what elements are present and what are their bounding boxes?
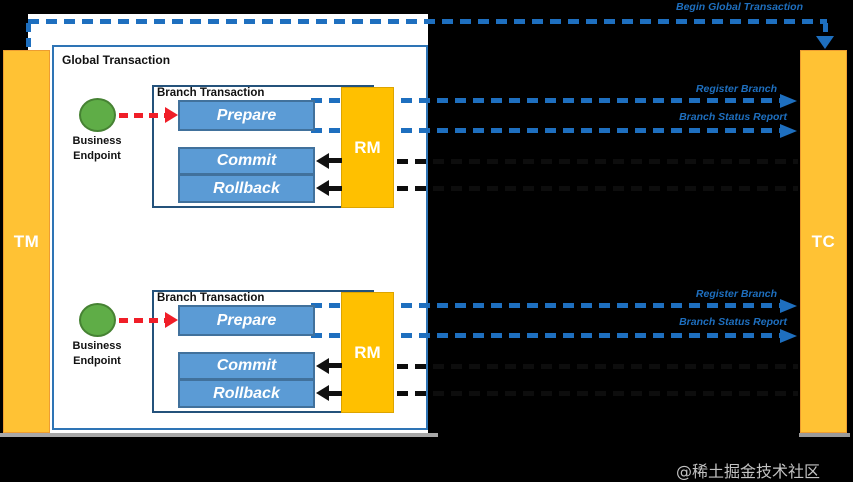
- branch-2-commit-command-line: [397, 364, 798, 369]
- branch-2-status-line: [311, 333, 781, 338]
- arrowhead-left-black-icon: [316, 385, 329, 401]
- branch-2-commit-box: Commit: [178, 352, 315, 380]
- tc-bar: TC: [800, 50, 847, 433]
- begin-global-transaction-label: Begin Global Transaction: [676, 1, 803, 13]
- begin-flow-line-left: [26, 23, 31, 50]
- branch-1-business-endpoint-icon: [79, 98, 116, 132]
- branch-2-register-label: Register Branch: [695, 288, 777, 300]
- arrowhead-right-blue-icon: [780, 94, 797, 108]
- global-transaction-title: Global Transaction: [62, 53, 171, 67]
- watermark: @稀土掘金技术社区: [676, 462, 821, 481]
- branch-2-rollback-label: Rollback: [213, 384, 280, 402]
- ground-shadow-line: [0, 433, 438, 437]
- branch-2-rollback-command-line: [397, 391, 798, 396]
- branch-1-rollback-arrow-shaft: [328, 186, 342, 191]
- branch-1-commit-box: Commit: [178, 147, 315, 175]
- branch-1-status-line: [311, 128, 781, 133]
- branch-1-rm-label: RM: [354, 137, 381, 157]
- arrowhead-right-blue-icon: [780, 124, 797, 138]
- branch-1-status-label: Branch Status Report: [679, 111, 787, 123]
- tc-shadow-line: [799, 433, 850, 437]
- branch-2-rollback-arrow-shaft: [328, 391, 342, 396]
- begin-flow-line: [28, 19, 827, 24]
- branch-2-title: Branch Transaction: [157, 292, 265, 304]
- branch-2-rollback-box: Rollback: [178, 379, 315, 408]
- branch-2-rm-box: RM: [341, 292, 394, 413]
- arrowhead-left-black-icon: [316, 153, 329, 169]
- branch-1-prepare-request-line: [119, 113, 167, 118]
- arrowhead-right-blue-icon: [780, 329, 797, 343]
- branch-1-register-line: [311, 98, 781, 103]
- tc-label: TC: [811, 231, 836, 251]
- branch-2-prepare-label: Prepare: [216, 311, 277, 329]
- branch-2-business-endpoint-icon: [79, 303, 116, 337]
- arrowhead-right-red-icon: [165, 107, 178, 123]
- branch-2-commit-label: Commit: [216, 357, 277, 374]
- branch-1-commit-label: Commit: [216, 152, 277, 169]
- branch-2-status-label: Branch Status Report: [679, 316, 787, 328]
- branch-1-rollback-command-line: [397, 186, 798, 191]
- arrowhead-left-black-icon: [316, 180, 329, 196]
- branch-1-prepare-box: Prepare: [178, 100, 315, 131]
- branch-2-prepare-request-line: [119, 318, 167, 323]
- arrowhead-right-red-icon: [165, 312, 178, 328]
- global-transaction-box: [52, 45, 428, 430]
- arrowhead-left-black-icon: [316, 358, 329, 374]
- branch-1-prepare-label: Prepare: [216, 106, 277, 124]
- arrowhead-down-icon: [816, 36, 834, 49]
- branch-1-rollback-label: Rollback: [213, 179, 280, 197]
- branch-2-register-line: [311, 303, 781, 308]
- branch-2-prepare-box: Prepare: [178, 305, 315, 336]
- branch-1-register-label: Register Branch: [695, 83, 777, 95]
- branch-1-rollback-box: Rollback: [178, 174, 315, 203]
- branch-1-commit-command-line: [397, 159, 798, 164]
- tm-bar: TM: [3, 50, 50, 433]
- branch-1-title: Branch Transaction: [157, 87, 265, 99]
- begin-flow-line-right: [823, 23, 828, 37]
- branch-1-business-endpoint-label: Business Endpoint: [72, 135, 122, 162]
- tm-label: TM: [13, 231, 40, 251]
- branch-2-commit-arrow-shaft: [328, 363, 342, 368]
- branch-1-rm-box: RM: [341, 87, 394, 208]
- arrowhead-right-blue-icon: [780, 299, 797, 313]
- branch-2-business-endpoint-label: Business Endpoint: [72, 340, 122, 367]
- branch-2-rm-label: RM: [354, 342, 381, 362]
- branch-1-commit-arrow-shaft: [328, 158, 342, 163]
